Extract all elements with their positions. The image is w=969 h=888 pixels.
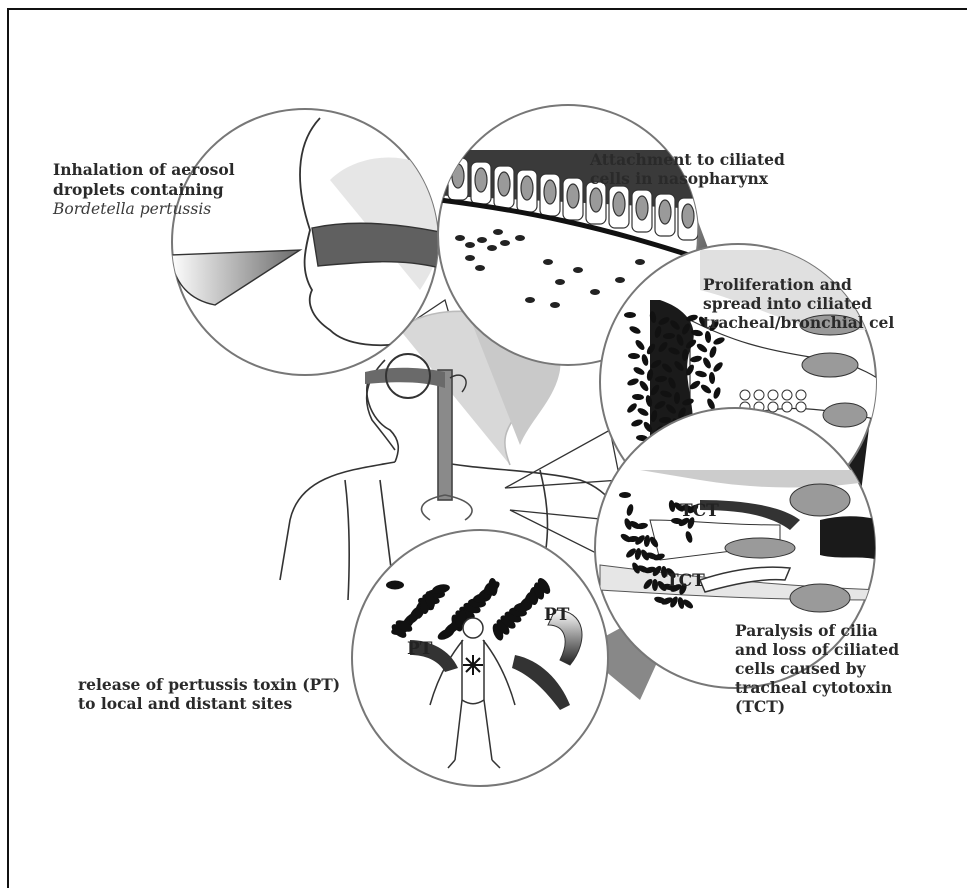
- attachment-label-line1: Attachment to ciliated: [589, 150, 785, 169]
- inhalation-label-line2: droplets containing: [53, 180, 224, 199]
- pertussis-toxin-circle: [352, 530, 608, 786]
- release-label-line1: release of pertussis toxin (PT): [78, 675, 340, 694]
- proliferation-label-line1: Proliferation and: [703, 275, 852, 294]
- inhalation-label-line1: Inhalation of aerosol: [53, 160, 235, 179]
- pt-left-tag: PT: [407, 639, 433, 659]
- tct-lower-tag: TCT: [666, 571, 705, 591]
- pt-right-tag: PT: [544, 605, 570, 625]
- proliferation-label-line2: spread into ciliated: [703, 294, 872, 313]
- paralysis-label-line3: cells caused by: [735, 659, 867, 678]
- proliferation-label-line3: tracheal/bronchial cel: [703, 313, 894, 332]
- attachment-label-line2: cells in nasopharynx: [590, 169, 769, 188]
- release-label-line2: to local and distant sites: [78, 694, 293, 713]
- paralysis-label-line2: and loss of ciliated: [735, 640, 899, 659]
- tct-upper-tag: TCT: [680, 501, 719, 521]
- inhalation-label-line3: Bordetella pertussis: [52, 200, 211, 218]
- paralysis-label-line1: Paralysis of cilia: [735, 621, 878, 640]
- star-burst-icon: [463, 655, 483, 675]
- paralysis-label-line4: tracheal cytotoxin: [735, 678, 892, 697]
- paralysis-label-line5: (TCT): [735, 697, 785, 716]
